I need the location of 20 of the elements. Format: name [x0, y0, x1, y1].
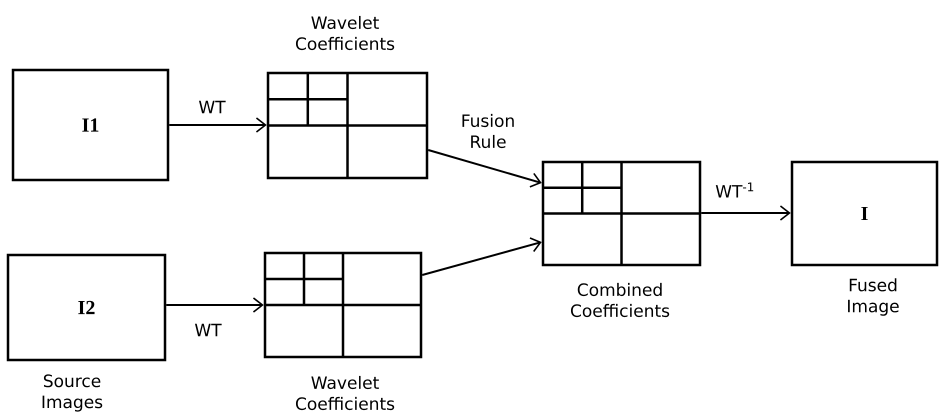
node-label: Wavelet Coefficients — [296, 376, 394, 410]
node-label: Fused Image — [848, 278, 899, 316]
edge-label: WT — [193, 322, 223, 338]
coefficient-grid — [266, 72, 428, 180]
coefficient-grid — [264, 252, 422, 358]
arrow — [169, 117, 267, 133]
node-label: Combined Coefficients — [570, 282, 670, 318]
edge-label: Fusion Rule — [450, 112, 526, 150]
coefficient-grid — [542, 160, 702, 266]
node-label: Source Images — [42, 374, 102, 412]
image-box: I — [790, 160, 938, 266]
edge-label: WT — [197, 100, 227, 114]
image-box: I1 — [12, 68, 170, 182]
arrow — [428, 149, 542, 188]
edge-label: WT$^{-1}$ — [714, 182, 756, 198]
arrow — [166, 297, 264, 313]
arrow — [422, 237, 542, 276]
node-label: Wavelet Coefficients — [296, 16, 394, 50]
arrow — [701, 205, 791, 221]
image-box: I2 — [6, 254, 166, 362]
